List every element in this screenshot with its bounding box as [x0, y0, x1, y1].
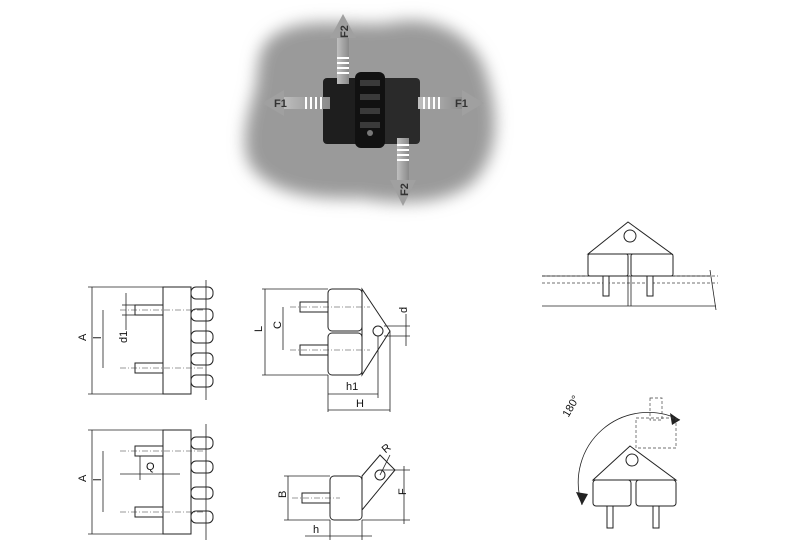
hinge-photo	[323, 72, 420, 148]
dim-l-side: L	[253, 326, 265, 332]
force-f2-bottom-label: F2	[399, 183, 411, 196]
force-f2-top-label: F2	[339, 25, 351, 38]
dim-f: F	[397, 488, 409, 495]
rotation-view: 180°	[561, 394, 681, 529]
dim-a-lower: A	[77, 474, 89, 482]
angle-180: 180°	[561, 394, 583, 420]
dim-l-lower: l	[92, 479, 104, 481]
dim-l-upper: l	[92, 337, 104, 339]
dim-a-upper: A	[77, 333, 89, 341]
dim-d1: d1	[118, 331, 130, 343]
force-f1-left-arrow: F1	[262, 90, 330, 116]
dim-q: Q	[146, 461, 155, 473]
dim-c: C	[272, 321, 284, 329]
dim-b: B	[277, 491, 289, 498]
force-illustration: F2 F2 F1	[244, 14, 495, 206]
force-f1-left-label: F1	[274, 98, 287, 110]
front-view-upper: A l d1	[77, 280, 214, 400]
force-f2-down-arrow: F2	[390, 138, 416, 206]
dim-h-lower: h	[313, 524, 319, 536]
dim-r: R	[380, 442, 394, 456]
force-f2-up-arrow: F2	[330, 14, 356, 84]
side-view-lower: B F R h	[277, 442, 410, 540]
side-view-upper: L C d h1 H	[253, 287, 410, 412]
front-view-lower: A l Q	[77, 424, 214, 540]
force-f1-right-arrow: F1	[418, 90, 484, 116]
force-f1-right-label: F1	[455, 98, 468, 110]
dim-d: d	[398, 307, 410, 313]
dim-h-upper: H	[356, 398, 364, 410]
dim-h1: h1	[346, 381, 358, 393]
mounted-hinge	[542, 221, 718, 311]
